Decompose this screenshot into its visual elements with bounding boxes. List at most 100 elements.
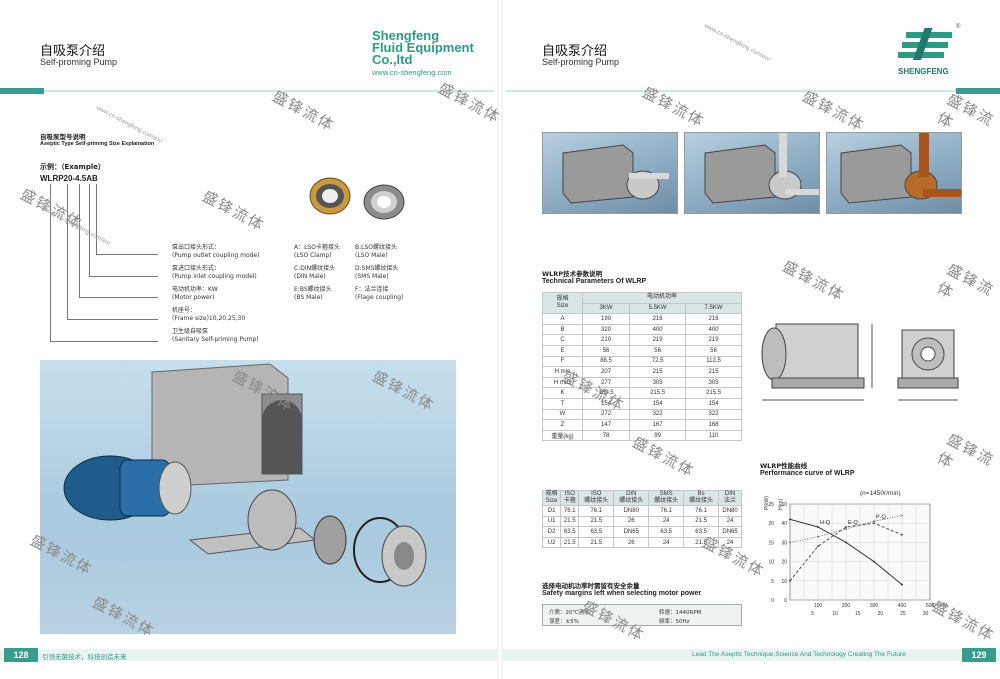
data-point	[817, 526, 819, 528]
legend-inlet-en: (Pump inlet coupling model)	[172, 272, 257, 280]
coupling-header-line1: 规格	[545, 491, 558, 497]
tech-power-col: 7.5KW	[685, 302, 742, 315]
left-top-rule	[44, 90, 494, 92]
x2-tick-label: 30	[923, 611, 929, 617]
model-title-en: Aseptic Type Self-priming Size Explainat…	[40, 141, 155, 147]
data-point	[873, 520, 875, 523]
legend-frame-en: (Frame size)10,20,25,30	[172, 314, 246, 322]
tech-power-col: 5.5KW	[629, 302, 687, 315]
tech-cell: T	[542, 397, 583, 410]
x-tick-label: 500	[926, 603, 935, 609]
coupling-cell: 24	[648, 515, 685, 528]
x2-tick-label: 25	[900, 611, 906, 617]
x2-tick-label: 5	[811, 611, 814, 617]
coupling-header-line2: 螺纹接头	[584, 498, 609, 504]
legend-outlet-en: (Pump outlet coupling mode)	[172, 251, 260, 259]
left-footer-strip	[0, 649, 497, 661]
left-section-title-cn: 自吸泵介绍	[40, 44, 106, 59]
legend-sanitary-en: (Sanitary Self-priming Pump)	[172, 335, 259, 343]
data-point	[873, 560, 875, 563]
y-tick-label: 40	[781, 521, 787, 527]
right-accent-bar	[956, 88, 1000, 94]
right-top-rule	[506, 90, 956, 92]
tech-cell: 168	[685, 419, 742, 431]
watermark: 盛锋流体	[639, 83, 709, 131]
y2-tick-label: 0	[771, 598, 774, 604]
tech-cell: 216	[685, 313, 742, 325]
legend-inlet-cn: 泵进口接头形式：	[172, 265, 221, 272]
option-b-en: (LSO Male)	[355, 251, 388, 259]
tech-cell: 400	[685, 323, 742, 336]
coupling-cell: 76.1	[578, 505, 615, 517]
x-axis-label: Q l/min	[932, 603, 948, 609]
coupling-cell: U1	[541, 515, 562, 528]
coupling-cell: 26	[613, 515, 650, 528]
legend-power-cn: 电动机功率：KW	[172, 286, 218, 293]
series-label: P-Q	[876, 514, 887, 520]
logo-text: SHENGFENG	[898, 67, 949, 76]
coupling-cell: DN80	[613, 505, 650, 517]
coupling-cell: D2	[541, 526, 562, 538]
coupling-cell: D1	[541, 505, 562, 517]
tech-cell: 112.5	[685, 355, 742, 368]
cond-freq: 频率：50Hz	[659, 619, 690, 625]
coupling-header-line1: ISO	[564, 491, 575, 497]
y2-axis-label: P(kW)	[764, 496, 770, 510]
coupling-cell: 63.5	[578, 526, 615, 538]
coupling-header-line1: DIN	[724, 491, 736, 497]
option-c-en: (DIN Male)	[294, 272, 326, 280]
coupling-cell: 24	[718, 515, 742, 528]
data-point	[789, 518, 791, 521]
x-tick-label: 200	[842, 603, 851, 609]
model-legend: 泵出口接头形式： (Pump outlet coupling mode) 泵进口…	[172, 244, 282, 343]
tech-cell: F	[542, 355, 583, 368]
y2-tick-label: 20	[768, 521, 774, 527]
coupling-cell: DN65	[613, 526, 650, 538]
coupling-cell: 24	[718, 536, 742, 549]
tech-cell: 72.5	[629, 355, 687, 368]
dimension-drawing	[761, 323, 959, 401]
data-point	[901, 514, 903, 517]
brand-block: Shengfeng Fluid Equipment Co.,ltd www.cn…	[372, 29, 474, 77]
option-f-cn: F：法兰连接	[355, 286, 389, 293]
pump-photo-2	[684, 132, 820, 214]
x2-tick-label: 15	[855, 611, 861, 617]
coupling-cell: 21.5	[683, 515, 720, 528]
tech-cell: 78	[581, 429, 631, 442]
right-page-number: 129	[962, 648, 996, 662]
coupling-cell: 76.1	[683, 505, 720, 517]
option-d-en: (SMS Male)	[355, 272, 389, 280]
coupling-cell: DN80	[718, 505, 742, 517]
tech-cell: 210	[581, 334, 631, 346]
tech-cell: 重量(kg)	[542, 429, 583, 442]
tech-cell: 110	[685, 429, 742, 442]
coupling-cell: 76.1	[560, 505, 580, 517]
x-tick-label: 300	[870, 603, 879, 609]
coupling-header-line2: 法兰	[724, 498, 737, 504]
series-line-eq	[789, 522, 903, 582]
option-d-cn: D:SMS螺纹接头	[355, 265, 399, 272]
tech-title-en: Technical Parameters Of WLRP	[542, 278, 647, 285]
pump-photo-1	[542, 132, 678, 214]
coupling-cell: 63.5	[560, 526, 580, 538]
coupling-cell: 76.1	[648, 505, 685, 517]
curve-title-cn: WLRP性能曲线	[760, 462, 808, 470]
tech-title-cn: WLRP技术参数说明	[542, 270, 603, 278]
y2-tick-label: 5	[771, 579, 774, 585]
brand-url[interactable]: www.cn-shengfeng.com	[372, 68, 452, 77]
